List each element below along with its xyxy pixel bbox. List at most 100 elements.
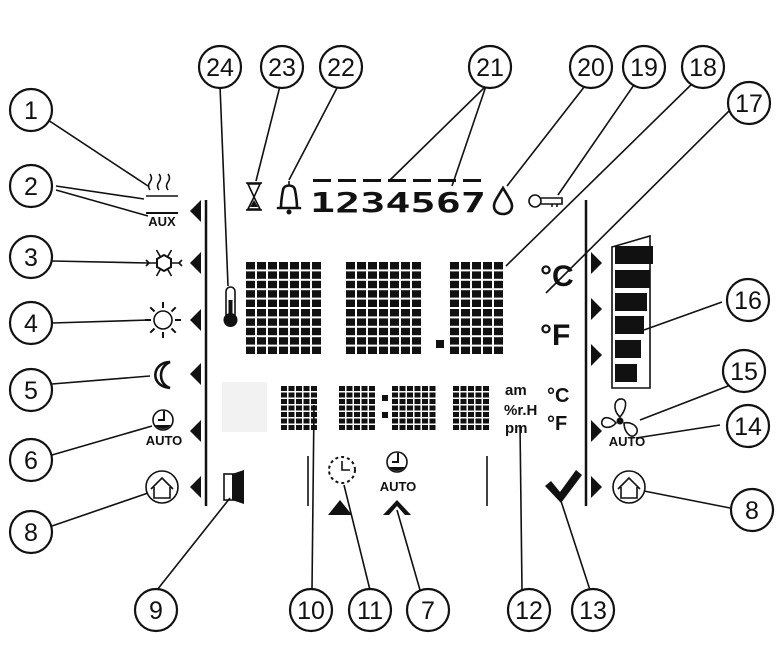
matrix-cell (246, 299, 255, 307)
matrix-cell (246, 262, 255, 270)
callout-number: 13 (579, 597, 607, 625)
matrix-cell (460, 399, 467, 404)
matrix-cell (450, 290, 459, 298)
matrix-cell (401, 262, 410, 270)
hourglass-icon (246, 182, 262, 211)
matrix-cell (429, 399, 436, 404)
matrix-cell (401, 337, 410, 345)
main-temperature-digit-1 (246, 262, 321, 354)
matrix-cell (368, 346, 377, 354)
matrix-cell (453, 405, 459, 411)
matrix-cell (460, 412, 467, 417)
matrix-cell (379, 262, 388, 270)
snowflake-icon (145, 249, 183, 277)
matrix-cell (357, 280, 366, 289)
matrix-cell (472, 318, 481, 326)
matrix-cell (483, 309, 492, 317)
matrix-cell (301, 280, 310, 289)
callout-circle (8, 163, 54, 209)
matrix-cell (354, 425, 360, 430)
matrix-cell (303, 386, 310, 391)
matrix-cell (257, 280, 266, 289)
matrix-cell (268, 346, 277, 354)
sun-ray (170, 327, 177, 334)
matrix-cell (354, 392, 360, 398)
matrix-cell (483, 405, 489, 411)
matrix-cell (296, 425, 302, 430)
matrix-cell (301, 299, 310, 307)
matrix-cell (468, 412, 474, 417)
matrix-cell (312, 346, 321, 354)
matrix-cell (346, 290, 355, 298)
callout-number: 20 (577, 54, 605, 82)
callout-circle (721, 348, 767, 394)
matrix-cell (354, 418, 360, 424)
fan-bars-outline (611, 234, 651, 389)
matrix-cell (453, 418, 459, 424)
weekday-bar (438, 179, 456, 182)
matrix-cell (399, 392, 406, 398)
matrix-cell (468, 386, 474, 391)
callout-1: 1 (8, 87, 54, 133)
matrix-cell (301, 327, 310, 336)
aux-label: AUX (148, 214, 176, 229)
matrix-cell (279, 280, 288, 289)
callout-number: 15 (730, 358, 758, 386)
matrix-cell (472, 299, 481, 307)
matrix-cell (407, 425, 413, 430)
matrix-cell (472, 280, 481, 289)
matrix-cell (281, 392, 287, 398)
matrix-cell (288, 425, 295, 430)
matrix-cell (468, 399, 474, 404)
callout-circle (259, 44, 305, 90)
matrix-cell (399, 399, 406, 404)
matrix-cell (414, 418, 421, 424)
matrix-cell (246, 346, 255, 354)
callout-number: 8 (745, 497, 759, 525)
matrix-cell (494, 346, 503, 354)
weekday-bar (388, 179, 406, 182)
matrix-cell (460, 386, 467, 391)
matrix-cell (412, 337, 421, 345)
fan-level-bar (615, 364, 637, 382)
callout-number: 4 (24, 310, 38, 338)
matrix-cell (483, 425, 489, 430)
matrix-cell (390, 299, 399, 307)
matrix-cell (279, 337, 288, 345)
callout-22: 22 (318, 44, 364, 90)
matrix-cell (494, 309, 503, 317)
matrix-cell (303, 425, 310, 430)
matrix-cell (390, 280, 399, 289)
matrix-cell (379, 327, 388, 336)
matrix-cell (339, 425, 345, 430)
matrix-cell (368, 299, 377, 307)
matrix-cell (475, 386, 482, 391)
matrix-cell (461, 337, 470, 345)
matrix-cell (494, 337, 503, 345)
secondary-digit-4 (453, 386, 489, 430)
matrix-cell (483, 392, 489, 398)
matrix-cell (279, 290, 288, 298)
callout-number: 6 (24, 447, 38, 475)
callout-9: 9 (133, 587, 179, 633)
matrix-cell (392, 405, 398, 411)
matrix-cell (422, 392, 428, 398)
callout-circle (8, 367, 54, 413)
callout-6: 6 (8, 437, 54, 483)
matrix-cell (453, 412, 459, 417)
callout-21: 21 (467, 44, 513, 90)
callout-number: 8 (24, 519, 38, 547)
matrix-cell (494, 290, 503, 298)
matrix-cell (268, 262, 277, 270)
matrix-cell (354, 412, 360, 417)
matrix-cell (461, 346, 470, 354)
matrix-cell (453, 399, 459, 404)
deg-c-main: °C (540, 260, 574, 293)
callout-10: 10 (288, 587, 334, 633)
callout-12: 12 (506, 587, 552, 633)
matrix-cell (279, 346, 288, 354)
matrix-cell (301, 271, 310, 279)
matrix-cell (450, 280, 459, 289)
matrix-cell (257, 346, 266, 354)
